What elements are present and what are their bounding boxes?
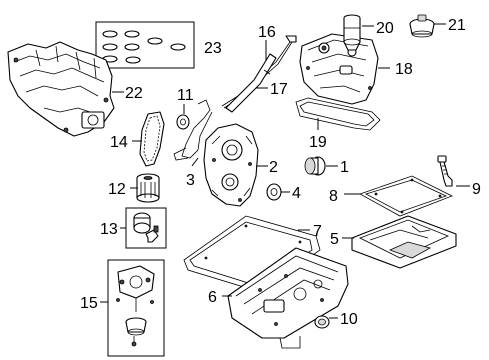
oil-pan-plug [314, 315, 330, 329]
callout-20: 20 [376, 20, 394, 37]
oil-filler-tube [343, 14, 361, 51]
callout-1: 1 [340, 159, 349, 176]
callout-5: 5 [330, 231, 339, 248]
callout-17: 17 [270, 81, 288, 98]
crankshaft-pulley [304, 156, 326, 176]
callout-12: 12 [108, 181, 126, 198]
oil-pan-gasket [359, 175, 453, 217]
callout-3: 3 [186, 172, 195, 189]
callout-18: 18 [395, 61, 413, 78]
dipstick-tube [225, 53, 277, 113]
callout-10: 10 [340, 311, 358, 328]
callout-21: 21 [448, 17, 466, 34]
callout-9: 9 [472, 181, 481, 198]
callout-23: 23 [204, 40, 222, 57]
callout-19: 19 [309, 134, 327, 151]
callout-13: 13 [100, 221, 118, 238]
callout-14: 14 [110, 134, 128, 151]
callout-16: 16 [258, 24, 276, 41]
callout-4: 4 [292, 185, 301, 202]
callout-7: 7 [313, 223, 322, 240]
timing-cover [203, 123, 259, 207]
seal-kit-box [95, 21, 195, 69]
callout-22: 22 [125, 85, 143, 102]
oil-filler-cap [409, 14, 435, 38]
callout-6: 6 [208, 289, 217, 306]
upper-oil-pan [227, 247, 349, 349]
valve-cover-gasket [295, 97, 381, 131]
callout-2: 2 [269, 159, 278, 176]
oil-drain-plug [437, 155, 453, 187]
valve-cover [299, 33, 379, 105]
timing-chain [139, 111, 165, 167]
camshaft-seal [176, 114, 190, 130]
intake-manifold [7, 41, 115, 137]
oil-pump-kit-box [107, 259, 165, 357]
timing-cover-gasket [173, 99, 213, 161]
callout-15: 15 [80, 295, 98, 312]
sensor-kit-box [125, 207, 167, 249]
lower-oil-pan [351, 215, 457, 269]
front-crank-seal [266, 183, 282, 201]
callout-11: 11 [177, 87, 194, 104]
callout-8: 8 [329, 188, 338, 205]
oil-filter [136, 173, 160, 203]
